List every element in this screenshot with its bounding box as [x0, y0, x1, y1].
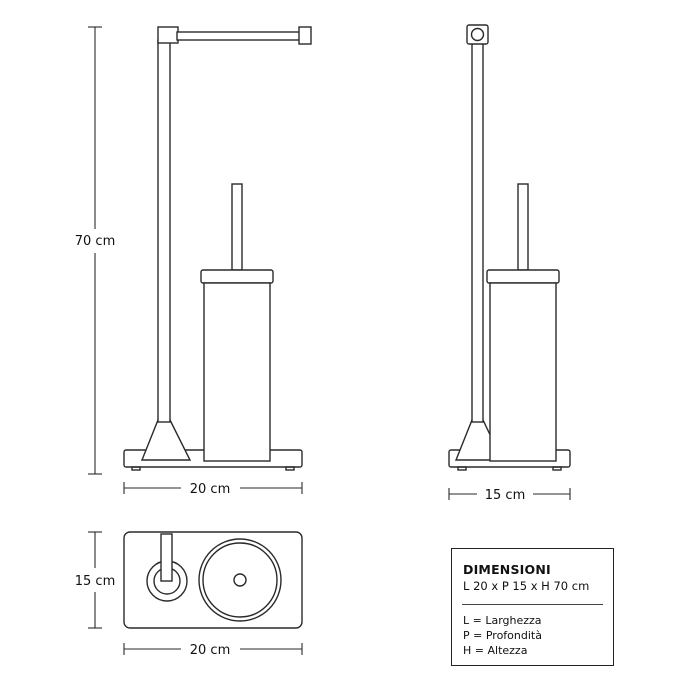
- legend-divider: [462, 604, 603, 605]
- side-view: [448, 24, 571, 471]
- legend-item-height: H = Altezza: [463, 644, 528, 657]
- front-paper-arm: [176, 31, 301, 41]
- top-width-label: 20 cm: [190, 643, 231, 658]
- side-foot-right: [552, 466, 562, 471]
- side-arm-end: [470, 27, 485, 42]
- front-brush-cup: [203, 282, 271, 462]
- legend-summary: L 20 x P 15 x H 70 cm: [463, 579, 590, 593]
- side-brush-lid: [486, 269, 560, 284]
- side-brush-handle: [517, 183, 529, 271]
- front-brush-lid: [200, 269, 274, 284]
- side-pole: [471, 39, 484, 423]
- legend-item-width: L = Larghezza: [463, 614, 542, 627]
- front-foot-left: [131, 466, 141, 471]
- label-backing: [71, 233, 119, 250]
- label-backing: [186, 642, 234, 659]
- front-brush-handle: [231, 183, 243, 271]
- front-pole-foot: [140, 419, 192, 461]
- legend-title: DIMENSIONI: [463, 562, 551, 577]
- side-brush-cup: [489, 282, 557, 462]
- top-brush-cup-inner: [202, 542, 278, 618]
- top-brush-cup-outer: [198, 538, 282, 622]
- label-backing: [186, 481, 234, 498]
- legend-item-depth: P = Profondità: [463, 629, 542, 642]
- front-view: [123, 26, 312, 471]
- label-backing: [481, 487, 529, 504]
- top-brush-handle: [233, 573, 247, 587]
- top-depth-label: 15 cm: [75, 574, 116, 589]
- height-label: 70 cm: [75, 234, 116, 249]
- front-foot-right: [285, 466, 295, 471]
- top-base: [123, 531, 303, 629]
- front-top-joint: [157, 26, 179, 44]
- side-top-joint: [466, 24, 489, 45]
- dimensions-legend: DIMENSIONI L 20 x P 15 x H 70 cm L = Lar…: [451, 548, 614, 666]
- front-arm-end-cap: [298, 26, 312, 45]
- top-paper-arm: [160, 533, 173, 582]
- side-foot-left: [457, 466, 467, 471]
- front-width-label: 20 cm: [190, 482, 231, 497]
- label-backing: [71, 573, 119, 590]
- front-pole: [157, 39, 171, 423]
- side-depth-label: 15 cm: [485, 488, 526, 503]
- top-view: [123, 531, 303, 629]
